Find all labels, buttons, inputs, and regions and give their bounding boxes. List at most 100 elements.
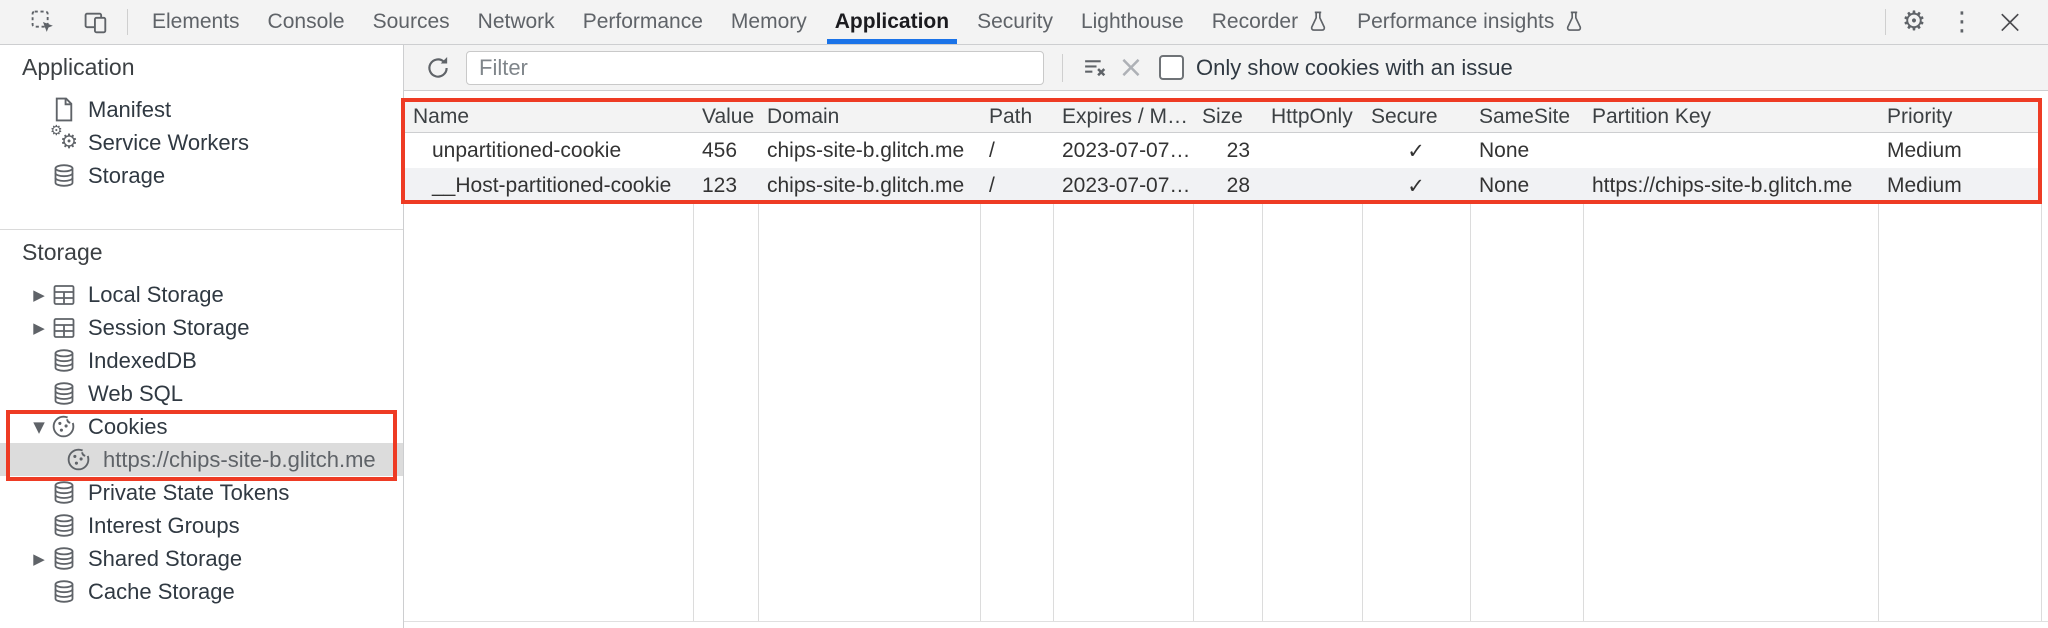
- clear-filter-icon[interactable]: [1077, 50, 1113, 86]
- storage-tree: ▶ Local Storage ▶: [0, 274, 403, 608]
- cell-httponly[interactable]: [1262, 133, 1362, 168]
- toggle-device-toolbar-icon[interactable]: [83, 9, 111, 36]
- tab-performance[interactable]: Performance: [582, 10, 703, 33]
- sidebar-item-shared-storage[interactable]: ▶ Shared Storage: [0, 542, 403, 575]
- cell-name[interactable]: unpartitioned-cookie: [432, 138, 622, 162]
- sidebar-item-indexeddb[interactable]: IndexedDB: [0, 344, 403, 377]
- cell-value[interactable]: 456: [702, 138, 738, 162]
- column-header-name[interactable]: Name: [413, 105, 470, 128]
- tab-application[interactable]: Application: [821, 0, 963, 44]
- cell-expires[interactable]: 2023-07-07…: [1062, 173, 1191, 197]
- cell-partition-key[interactable]: https://chips-site-b.glitch.me: [1592, 173, 1853, 197]
- cell-expires[interactable]: 2023-07-07…: [1062, 138, 1191, 162]
- cell-name[interactable]: __Host-partitioned-cookie: [432, 173, 672, 197]
- tabbar-right-separator: [1885, 9, 1886, 35]
- column-header-secure[interactable]: Secure: [1371, 105, 1438, 128]
- cookie-icon: [50, 413, 77, 440]
- table-row[interactable]: unpartitioned-cookie 456 chips-site-b.gl…: [404, 133, 2042, 168]
- sidebar-item-private-state-tokens[interactable]: Private State Tokens: [0, 476, 403, 509]
- tab-elements[interactable]: Elements: [152, 10, 240, 33]
- sidebar-item-local-storage[interactable]: ▶ Local Storage: [0, 278, 403, 311]
- sidebar-item-interest-groups[interactable]: Interest Groups: [0, 509, 403, 542]
- database-icon: [50, 578, 77, 605]
- tab-recorder[interactable]: Recorder: [1198, 0, 1343, 44]
- column-divider[interactable]: [1262, 102, 1263, 621]
- database-icon: [50, 512, 77, 539]
- delete-cookie-icon[interactable]: ×: [1118, 50, 1144, 85]
- tab-security[interactable]: Security: [977, 10, 1053, 33]
- column-header-samesite[interactable]: SameSite: [1479, 105, 1571, 128]
- chevron-right-icon[interactable]: ▶: [33, 318, 45, 337]
- close-devtools-icon[interactable]: ×: [1995, 2, 2025, 42]
- sidebar-item-manifest[interactable]: Manifest: [0, 93, 403, 126]
- column-header-path[interactable]: Path: [989, 105, 1033, 128]
- column-divider[interactable]: [980, 102, 981, 621]
- cell-domain[interactable]: chips-site-b.glitch.me: [767, 173, 965, 197]
- sidebar-item-session-storage[interactable]: ▶ Session Storage: [0, 311, 403, 344]
- cell-path[interactable]: /: [989, 138, 995, 162]
- column-divider[interactable]: [1583, 102, 1584, 621]
- tab-lighthouse[interactable]: Lighthouse: [1080, 10, 1184, 33]
- settings-gear-icon[interactable]: ⚙: [1901, 6, 1927, 37]
- column-header-httponly[interactable]: HttpOnly: [1271, 105, 1353, 128]
- column-divider[interactable]: [1878, 102, 1879, 621]
- only-issue-checkbox[interactable]: [1159, 55, 1184, 80]
- sidebar-item-web-sql[interactable]: Web SQL: [0, 377, 403, 410]
- column-divider[interactable]: [1053, 102, 1054, 621]
- tab-network[interactable]: Network: [477, 10, 555, 33]
- table-icon: [50, 281, 77, 308]
- refresh-icon[interactable]: [424, 54, 452, 82]
- tab-console[interactable]: Console: [267, 10, 345, 33]
- column-header-domain[interactable]: Domain: [767, 105, 840, 128]
- column-divider[interactable]: [1362, 102, 1363, 621]
- chevron-down-icon[interactable]: ▼: [33, 417, 45, 436]
- column-divider[interactable]: [693, 102, 694, 621]
- column-header-size[interactable]: Size: [1202, 105, 1243, 128]
- tab-memory[interactable]: Memory: [730, 10, 807, 33]
- application-sidebar: Application Manifest ⚙⚙ Service Workers: [0, 45, 404, 628]
- sidebar-item-storage[interactable]: Storage: [0, 159, 403, 192]
- table-row[interactable]: __Host-partitioned-cookie 123 chips-site…: [404, 168, 2042, 203]
- kebab-menu-icon[interactable]: ⋮: [1949, 7, 1975, 37]
- column-header-priority[interactable]: Priority: [1887, 105, 1953, 128]
- sidebar-section-application-title: Application: [22, 53, 135, 80]
- cell-priority[interactable]: Medium: [1887, 138, 1962, 162]
- cell-samesite[interactable]: None: [1479, 138, 1530, 162]
- chevron-right-icon[interactable]: ▶: [33, 285, 45, 304]
- tab-strip: Elements Console Sources Network Perform…: [138, 0, 1599, 44]
- table-icon: [50, 314, 77, 341]
- tab-performance-insights[interactable]: Performance insights: [1343, 0, 1599, 44]
- sidebar-item-service-workers[interactable]: ⚙⚙ Service Workers: [50, 123, 249, 155]
- cell-domain[interactable]: chips-site-b.glitch.me: [767, 138, 965, 162]
- sidebar-item-cookie-origin[interactable]: https://chips-site-b.glitch.me: [0, 443, 403, 476]
- database-icon: [50, 545, 77, 572]
- column-divider[interactable]: [1193, 102, 1194, 621]
- cell-priority[interactable]: Medium: [1887, 173, 1962, 197]
- cell-secure-checkmark[interactable]: ✓: [1407, 173, 1425, 198]
- inspect-element-icon[interactable]: [30, 9, 57, 36]
- cell-secure-checkmark[interactable]: ✓: [1407, 138, 1425, 163]
- experiment-flask-icon: [1307, 10, 1329, 34]
- document-icon: [50, 96, 77, 123]
- cell-value[interactable]: 123: [702, 173, 738, 197]
- column-divider[interactable]: [758, 102, 759, 621]
- cell-size[interactable]: 28: [1226, 173, 1250, 197]
- cell-samesite[interactable]: None: [1479, 173, 1530, 197]
- gears-icon: ⚙⚙: [50, 123, 78, 153]
- column-header-expires[interactable]: Expires / M…: [1062, 105, 1189, 128]
- cell-path[interactable]: /: [989, 173, 995, 197]
- database-icon: [50, 380, 77, 407]
- chevron-right-icon[interactable]: ▶: [33, 549, 45, 568]
- cell-size[interactable]: 23: [1226, 138, 1250, 162]
- column-header-partition-key[interactable]: Partition Key: [1592, 105, 1712, 128]
- tabbar-separator: [127, 9, 128, 35]
- tab-sources[interactable]: Sources: [372, 10, 450, 33]
- column-divider[interactable]: [1470, 102, 1471, 621]
- column-header-value[interactable]: Value: [702, 105, 755, 128]
- cell-httponly[interactable]: [1262, 168, 1362, 203]
- sidebar-item-cookies[interactable]: ▼ Cookies: [0, 410, 403, 443]
- cookies-data-grid: Name Value Domain Path Expires / M… Size…: [404, 91, 2048, 622]
- cell-partition-key[interactable]: [1583, 133, 1878, 168]
- cookie-filter-input[interactable]: [466, 50, 1044, 85]
- sidebar-item-cache-storage[interactable]: Cache Storage: [0, 575, 403, 608]
